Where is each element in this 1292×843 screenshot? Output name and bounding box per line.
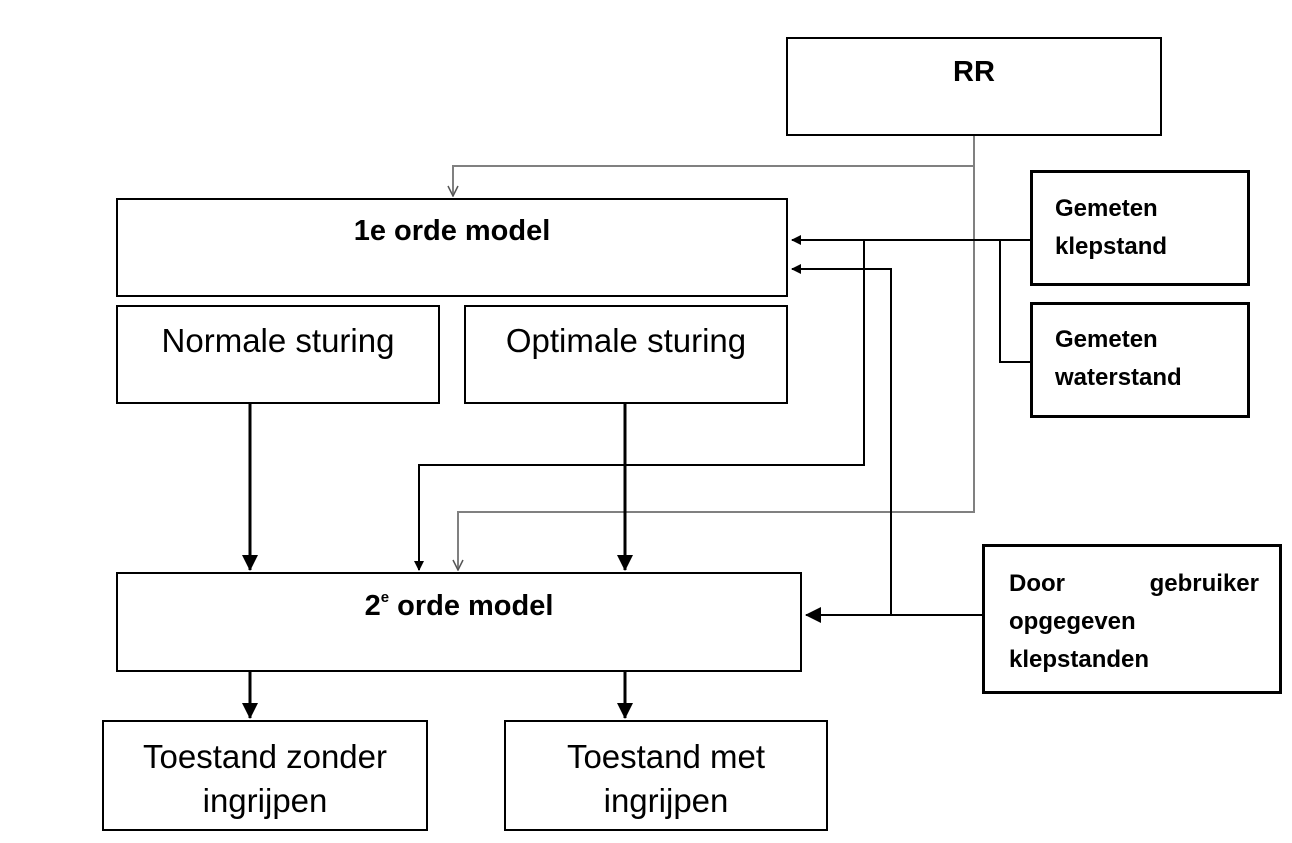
measured-water-line-1: Gemeten: [1055, 326, 1158, 353]
user-valve-settings-box: Door gebruiker opgegeven klepstanden: [982, 544, 1282, 694]
second-order-model-box: 2e orde model: [116, 572, 802, 672]
state-without-intervention-box: Toestand zonder ingrijpen: [102, 720, 428, 831]
state-without-intervention-label: Toestand zonder ingrijpen: [104, 735, 426, 823]
measured-valve-box: Gemeten klepstand: [1030, 170, 1250, 286]
second-order-model-label: 2e orde model: [118, 590, 800, 623]
user-valves-to-model1-line: [791, 264, 892, 615]
rr-to-model2-line: [458, 166, 975, 570]
second-order-model-text: orde model: [389, 590, 554, 622]
measured-water-connector: [999, 240, 1030, 363]
measured-valve-line-1: Gemeten: [1055, 195, 1158, 222]
optimal-control-label: Optimale sturing: [505, 322, 747, 359]
state-with-line-1: Toestand met: [566, 738, 766, 775]
measured-water-label: Gemeten waterstand: [1055, 321, 1182, 397]
state-without-line-2: ingrijpen: [202, 782, 328, 819]
rr-box: RR: [786, 37, 1162, 136]
rr-label: RR: [953, 56, 995, 88]
user-valve-settings-line-1: Door gebruiker: [1009, 565, 1259, 603]
state-with-line-2: ingrijpen: [603, 782, 729, 819]
optimal-control-box: Optimale sturing: [464, 305, 788, 404]
state-without-line-1: Toestand zonder: [142, 738, 387, 775]
first-order-model-label: 1e orde model: [353, 215, 551, 247]
first-order-model-box: 1e orde model: [116, 198, 788, 297]
user-valve-word-door: Door: [1009, 570, 1065, 597]
user-valve-word-gebruiker: gebruiker: [1149, 570, 1259, 597]
second-order-model-number: 2: [364, 590, 381, 622]
second-order-model-superscript: e: [380, 589, 390, 606]
measured-water-box: Gemeten waterstand: [1030, 302, 1250, 418]
user-valve-settings-line-2: opgegeven: [1009, 608, 1136, 635]
user-valve-settings-label: Door gebruiker opgegeven klepstanden: [1009, 565, 1259, 679]
normal-control-label: Normale sturing: [161, 322, 395, 359]
rr-to-model1-line: [453, 136, 975, 196]
normal-control-box: Normale sturing: [116, 305, 440, 404]
measured-to-model2-line: [414, 240, 865, 571]
user-valve-settings-line-3: klepstanden: [1009, 646, 1150, 673]
measured-water-line-2: waterstand: [1055, 364, 1182, 391]
state-with-intervention-box: Toestand met ingrijpen: [504, 720, 828, 831]
state-with-intervention-label: Toestand met ingrijpen: [506, 735, 826, 823]
measured-valve-label: Gemeten klepstand: [1055, 190, 1167, 266]
measured-valve-line-2: klepstand: [1055, 233, 1168, 260]
